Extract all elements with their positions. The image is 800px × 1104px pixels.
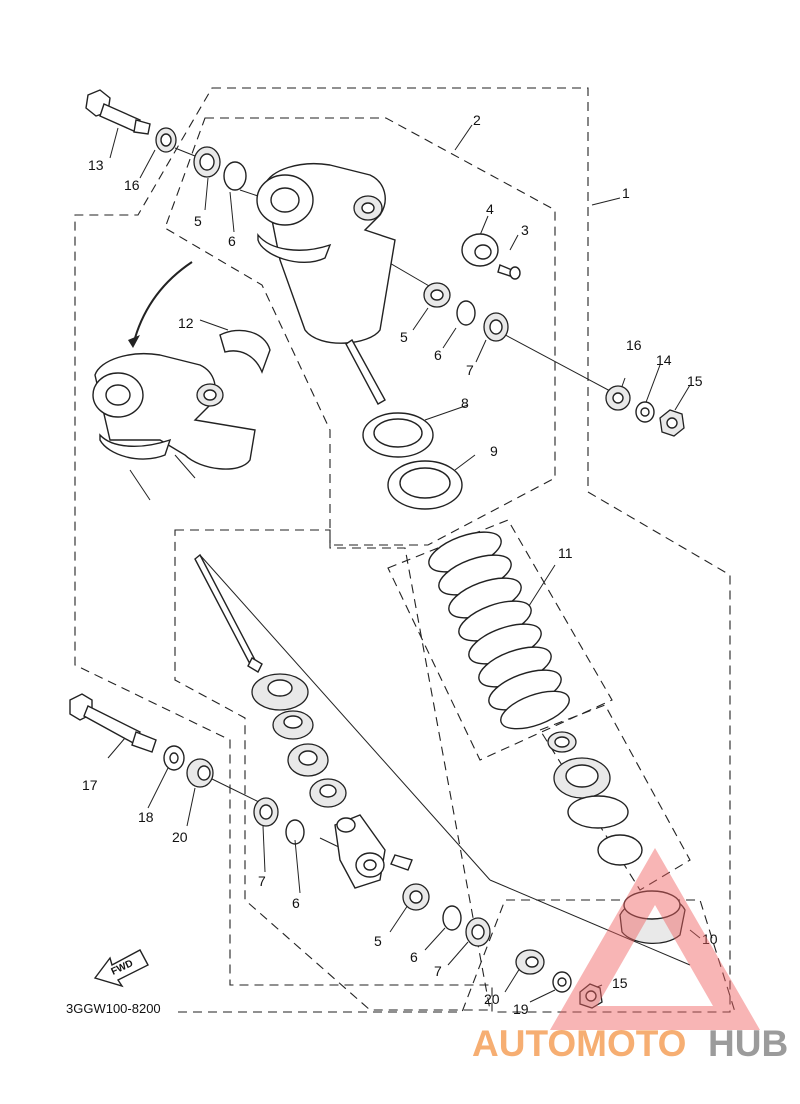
fwd-arrow-icon: FWD xyxy=(93,949,149,988)
spring-seat-10 xyxy=(619,890,686,945)
callout-7-top-left: 5 xyxy=(194,213,202,229)
diagram-code: 3GGW100-8200 xyxy=(66,1001,161,1016)
callout-11: 11 xyxy=(558,545,573,561)
callout-6-lower-left: 6 xyxy=(292,895,300,911)
callout-15-upper: 15 xyxy=(687,373,703,389)
callout-5-upper: 5 xyxy=(400,329,408,345)
shock-upper-body xyxy=(256,163,396,405)
damper-rod xyxy=(194,553,263,673)
spring-seat-parts xyxy=(547,731,643,866)
callout-10: 10 xyxy=(702,931,718,947)
callout-16-right: 16 xyxy=(626,337,642,353)
callout-7-upper: 7 xyxy=(466,362,474,378)
lower-clevis xyxy=(334,814,413,889)
callout-2: 2 xyxy=(473,112,481,128)
callout-6-lower: 6 xyxy=(410,949,418,965)
callout-20-right: 20 xyxy=(484,991,500,1007)
assembly-2-outline xyxy=(164,117,556,546)
bushing-7-lower xyxy=(465,917,491,947)
nut-15-lower xyxy=(579,983,603,1009)
ring-nut-9 xyxy=(387,460,463,510)
bushing-7-top-left xyxy=(193,146,221,178)
circlip-6-lower-left xyxy=(285,819,305,845)
bushing-7-upper xyxy=(483,312,509,342)
callout-17: 17 xyxy=(82,777,98,793)
bushing-5-lower xyxy=(402,883,430,911)
callout-7-lower: 7 xyxy=(434,963,442,979)
collar-20-left xyxy=(186,758,214,788)
washer-19 xyxy=(552,971,572,993)
collar-16-top xyxy=(155,127,177,153)
circlip-6-upper xyxy=(456,300,476,326)
rotate-arrow xyxy=(128,261,193,348)
ring-nut-8 xyxy=(362,412,434,458)
bolt-13 xyxy=(85,89,151,135)
callout-16-top: 16 xyxy=(124,177,140,193)
callout-15-lower: 15 xyxy=(612,975,628,991)
screw-3 xyxy=(497,264,521,280)
circlip-6-top-left xyxy=(223,161,247,191)
lower-bolt-outline xyxy=(178,899,736,1013)
watermark-text-automoto: AUTOMOTO xyxy=(472,1023,686,1064)
internal-stack xyxy=(251,673,347,808)
group-outlines xyxy=(74,87,736,1013)
callout-12: 12 xyxy=(178,315,194,331)
adjuster-4 xyxy=(461,233,499,267)
callout-13: 13 xyxy=(88,157,104,173)
callout-14: 14 xyxy=(656,352,672,368)
bushing-7-lower-left xyxy=(253,797,279,827)
callout-6-upper: 6 xyxy=(434,347,442,363)
callout-1: 1 xyxy=(622,185,630,201)
collar-20-right xyxy=(515,949,545,975)
bolt-17 xyxy=(69,693,157,753)
spring-group-outline xyxy=(387,519,613,761)
callout-5-lower: 5 xyxy=(374,933,382,949)
washer-14 xyxy=(635,401,655,423)
callout-18: 18 xyxy=(138,809,154,825)
bushing-5-upper xyxy=(423,282,451,308)
callout-7-lower-left: 7 xyxy=(258,873,266,889)
callout-20-left: 20 xyxy=(172,829,188,845)
shock-alt-view-12 xyxy=(92,329,271,501)
washer-18 xyxy=(163,745,185,771)
callout-19: 19 xyxy=(513,1001,529,1017)
nut-15-upper xyxy=(659,409,685,437)
callout-3: 3 xyxy=(521,222,529,238)
collar-16-right xyxy=(605,385,631,411)
lower-seat-outline xyxy=(539,704,691,891)
callout-labels: 1 2 3 4 5 6 7 5 6 8 9 10 11 12 13 14 15 … xyxy=(82,112,718,1017)
spring-11 xyxy=(428,531,570,730)
circlip-6-lower xyxy=(442,905,462,931)
assembly-1-outline xyxy=(74,87,731,1013)
watermark-logo: AUTOMOTO HUB xyxy=(472,848,788,1064)
callout-8: 8 xyxy=(461,395,469,411)
callout-4: 4 xyxy=(486,201,494,217)
watermark-text-hub: HUB xyxy=(708,1023,788,1064)
callout-9: 9 xyxy=(490,443,498,459)
callout-6-top-left: 6 xyxy=(228,233,236,249)
